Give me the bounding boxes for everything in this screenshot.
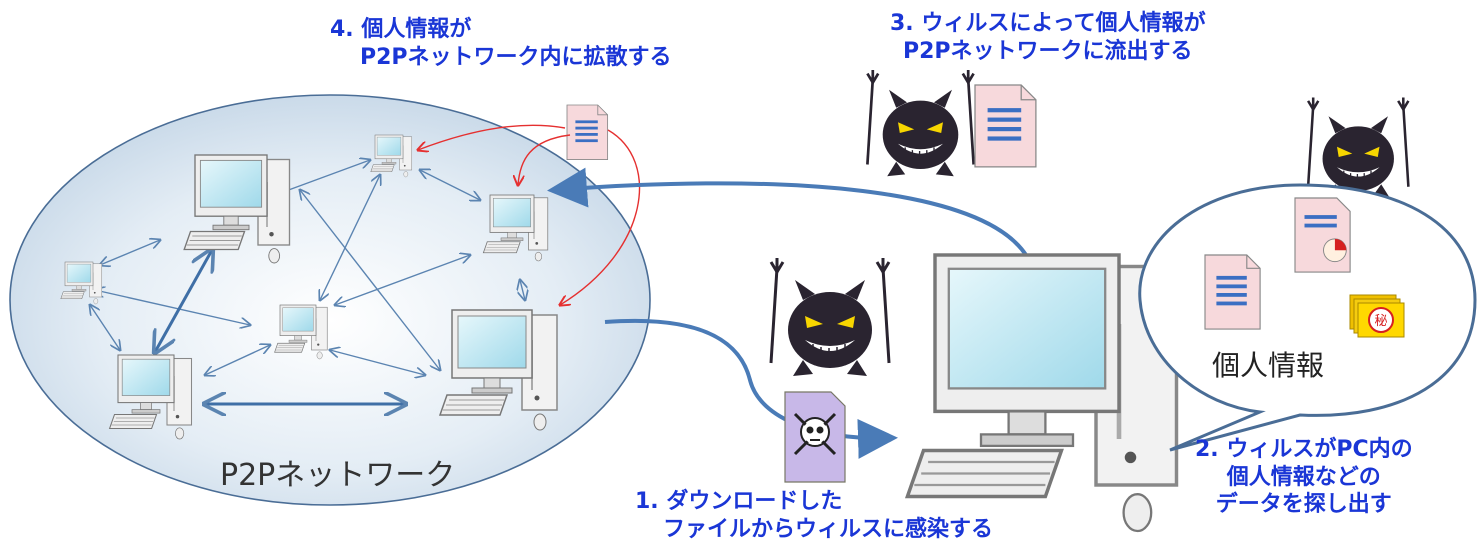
step-2-line2: 個人情報などの [1226, 464, 1381, 490]
step-4-label: 4. 個人情報が P2Pネットワーク内に拡散する [330, 16, 672, 71]
spread-arrows [418, 124, 641, 305]
step-1-line1: 1. ダウンロードした [635, 489, 843, 514]
document-icon [1204, 254, 1261, 330]
step-2-label: 2. ウィルスがPC内の 個人情報などの データを探し出す [1195, 436, 1413, 519]
step-2-line3: データを探し出す [1215, 492, 1392, 517]
step-3-line1: 3. ウィルスによって個人情報が [890, 11, 1206, 36]
step-4-line1: 4. 個人情報が [330, 17, 472, 42]
step-4-line2: P2Pネットワーク内に拡散する [360, 44, 672, 70]
step-3-line2: P2Pネットワークに流出する [903, 38, 1193, 64]
bubble-label: 個人情報 [1212, 349, 1325, 382]
speech-bubble [1138, 183, 1477, 452]
devil-icon [1306, 96, 1410, 200]
devil-icon [866, 68, 975, 178]
p2p-network-area [9, 94, 651, 506]
step-2-line1: 2. ウィルスがPC内の [1195, 437, 1413, 462]
chart-document-icon [1294, 197, 1351, 273]
skull-document-icon [784, 391, 846, 483]
secret-folder-icon: 秘 [1349, 294, 1405, 338]
network-connections [90, 160, 525, 375]
document-icon [566, 104, 609, 161]
step-3-label: 3. ウィルスによって個人情報が P2Pネットワークに流出する [890, 10, 1206, 65]
devil-icon [769, 256, 891, 378]
step-1-label: 1. ダウンロードした ファイルからウィルスに感染する [635, 488, 993, 543]
step-1-line2: ファイルからウィルスに感染する [663, 516, 994, 542]
leak-arrow [547, 167, 1032, 263]
network-label: P2Pネットワーク [220, 458, 456, 493]
document-icon [974, 84, 1037, 168]
svg-text:秘: 秘 [1374, 314, 1387, 329]
